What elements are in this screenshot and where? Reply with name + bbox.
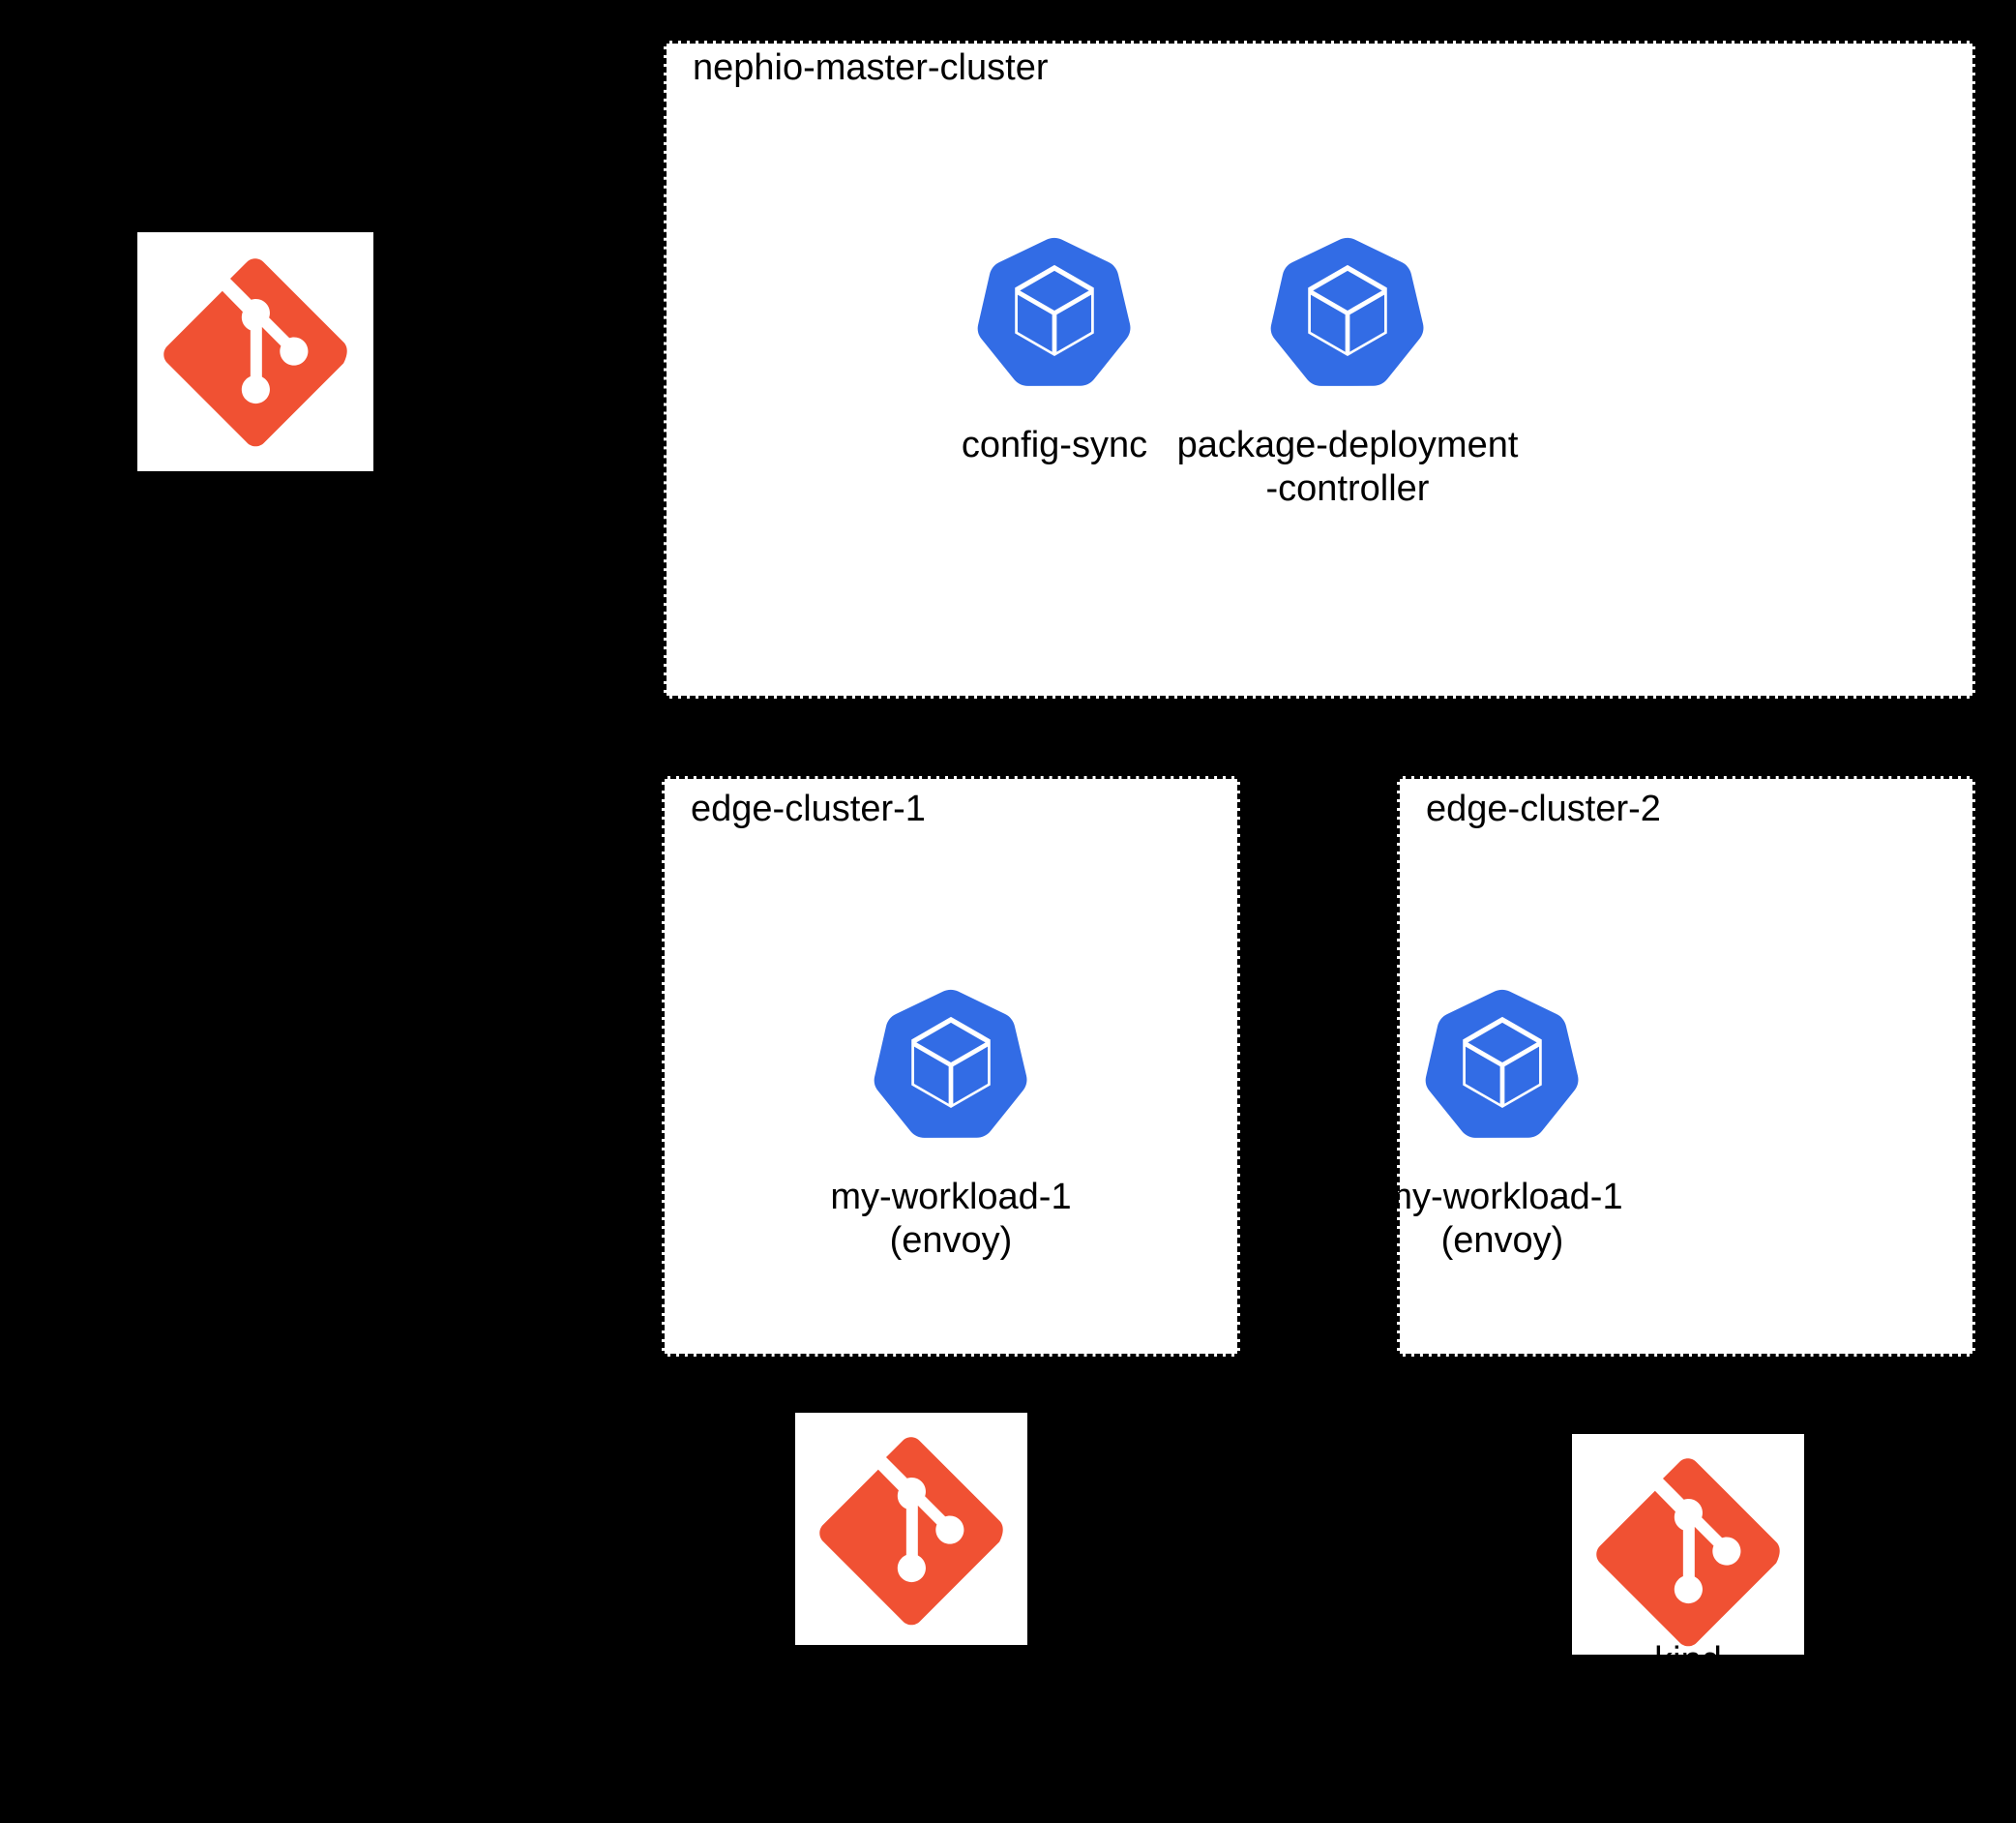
kubernetes-icon — [1270, 237, 1424, 386]
node-label-my-workload-1-edge-2: my-workload-1 (envoy) — [1381, 1177, 1623, 1261]
node-my-workload-1-edge-2[interactable]: my-workload-1 (envoy) — [1357, 984, 1647, 1263]
kubernetes-icon — [977, 237, 1131, 386]
kubernetes-icon — [1425, 989, 1579, 1138]
node-label-package-deployment-controller: package-deployment -controller — [1176, 425, 1519, 509]
cluster-title-edge-cluster-1: edge-cluster-1 — [691, 789, 926, 829]
node-package-deployment-controller[interactable]: package-deployment -controller — [1038, 232, 1657, 511]
kubernetes-icon — [874, 989, 1027, 1138]
node-label-my-workload-1-edge-1: my-workload-1 (envoy) — [830, 1177, 1072, 1261]
git-icon — [819, 1437, 1003, 1626]
cluster-title-edge-cluster-2: edge-cluster-2 — [1426, 789, 1661, 829]
git-repo-main-tile[interactable] — [137, 232, 373, 471]
git-repo-edge-2-caption: kind — [1572, 1640, 1804, 1655]
git-icon — [163, 258, 347, 447]
git-repo-edge-1-tile[interactable] — [795, 1413, 1027, 1645]
node-config-sync[interactable]: config-sync — [909, 232, 1200, 467]
git-repo-edge-2-tile[interactable]: kind — [1572, 1434, 1804, 1655]
cluster-title-nephio-master-cluster: nephio-master-cluster — [693, 47, 1049, 88]
node-label-config-sync: config-sync — [961, 425, 1148, 465]
git-icon — [1596, 1458, 1780, 1647]
node-my-workload-1-edge-1[interactable]: my-workload-1 (envoy) — [806, 984, 1096, 1263]
